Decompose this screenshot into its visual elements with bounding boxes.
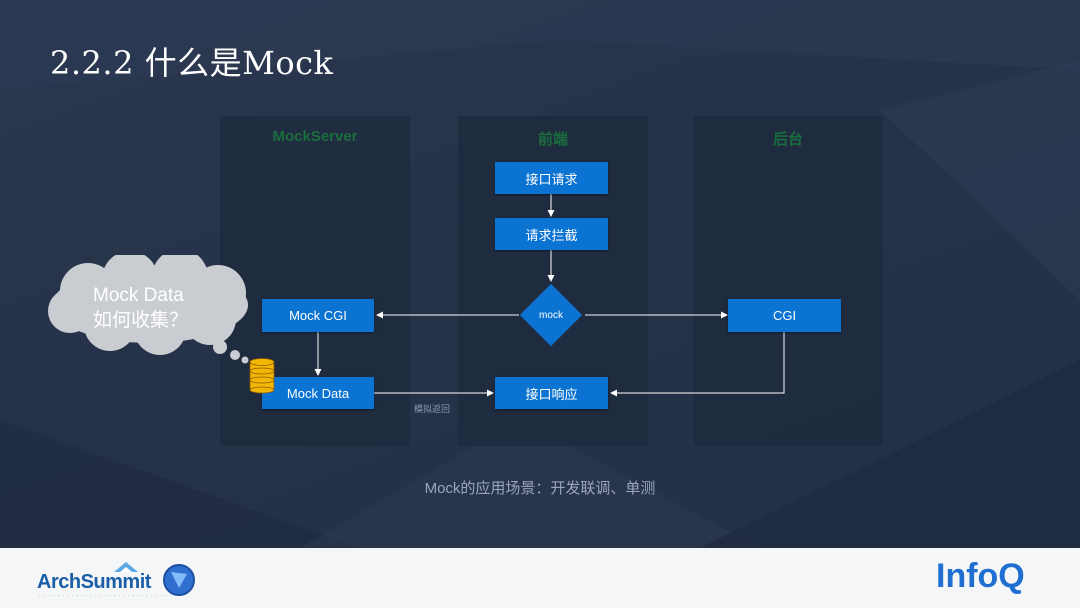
column-header-mockserver: MockServer: [272, 128, 358, 145]
flow-arrows: [314, 194, 785, 397]
node-mock-decision: mock: [519, 283, 583, 347]
node-api-request: 接口请求: [495, 162, 608, 194]
cloud-text: Mock Data 如何收集？: [93, 284, 188, 332]
node-request-intercept: 请求拦截: [495, 218, 608, 250]
cloud-line-1: Mock Data: [93, 285, 184, 306]
node-api-response: 接口响应: [495, 377, 608, 409]
slide-caption: Mock的应用场景：开发联调、单测: [424, 480, 656, 497]
archsummit-logo-mountain-icon: [114, 562, 138, 572]
slide-title: 2.2.2 什么是Mock: [50, 44, 334, 82]
edge-label-mock-return: 模拟返回: [414, 404, 451, 414]
archsummit-logo-subtext: ······························: [39, 593, 179, 599]
node-cgi: CGI: [728, 299, 841, 332]
column-backend: [693, 116, 883, 446]
column-header-backend: 后台: [772, 131, 803, 148]
edge-cgi-to-response: [610, 332, 785, 397]
slide: 2.2.2 什么是Mock MockServer 前端 后台 接口请求 请求拦截…: [0, 0, 1080, 548]
decision-label: mock: [539, 309, 563, 321]
column-header-frontend: 前端: [537, 131, 568, 148]
background-shapes: [0, 0, 1080, 548]
archsummit-logo: ArchSummit: [37, 571, 151, 593]
infoq-logo: InfoQ: [936, 557, 1025, 595]
node-mock-cgi: Mock CGI: [262, 299, 374, 332]
node-mock-data: Mock Data: [262, 377, 374, 409]
thought-cloud: [48, 255, 249, 364]
database-icon: [249, 358, 275, 394]
partner-badge-icon: [163, 564, 195, 596]
cloud-line-2: 如何收集？: [93, 309, 189, 331]
